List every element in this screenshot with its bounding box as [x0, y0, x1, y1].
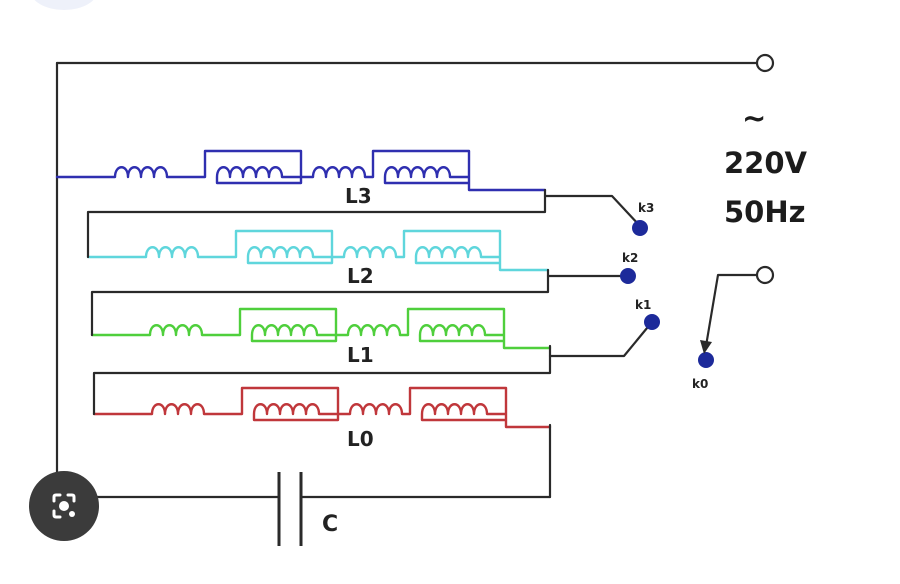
- camera-lens-icon: [52, 493, 76, 519]
- tap-k3: [543, 194, 642, 228]
- winding-l0-label: L0: [347, 427, 374, 451]
- contact-k2[interactable]: [620, 268, 636, 284]
- ac-symbol: ~: [742, 101, 766, 135]
- supply-voltage: 220V: [724, 146, 808, 180]
- selector-arm[interactable]: [704, 273, 759, 348]
- contact-k1[interactable]: [644, 314, 660, 330]
- contact-k0[interactable]: [698, 352, 714, 368]
- contact-k3-label: k3: [638, 201, 654, 215]
- tap-k1: [548, 320, 654, 358]
- winding-l3-label: L3: [345, 184, 372, 208]
- winding-l1-label: L1: [347, 343, 374, 367]
- selector-arrowhead: [700, 340, 712, 354]
- capacitor-label: C: [322, 512, 338, 537]
- supply-frequency: 50Hz: [724, 195, 806, 229]
- winding-l0: [92, 386, 552, 429]
- contact-k0-label: k0: [692, 377, 708, 391]
- rung-l1-l0: [92, 344, 552, 416]
- winding-l1: [90, 307, 552, 350]
- decorative-blob: [30, 0, 98, 10]
- visual-search-button[interactable]: [29, 471, 99, 541]
- rung-l3-l2: [86, 188, 547, 259]
- supply-terminal-bottom[interactable]: [755, 265, 775, 285]
- contact-k2-label: k2: [622, 251, 638, 265]
- winding-l3: [55, 149, 547, 192]
- winding-l2: [86, 229, 550, 272]
- supply-terminal-top[interactable]: [755, 53, 775, 73]
- rung-l2-l1: [90, 268, 550, 337]
- winding-l2-label: L2: [347, 264, 374, 288]
- contact-k3[interactable]: [632, 220, 648, 236]
- contact-k1-label: k1: [635, 298, 651, 312]
